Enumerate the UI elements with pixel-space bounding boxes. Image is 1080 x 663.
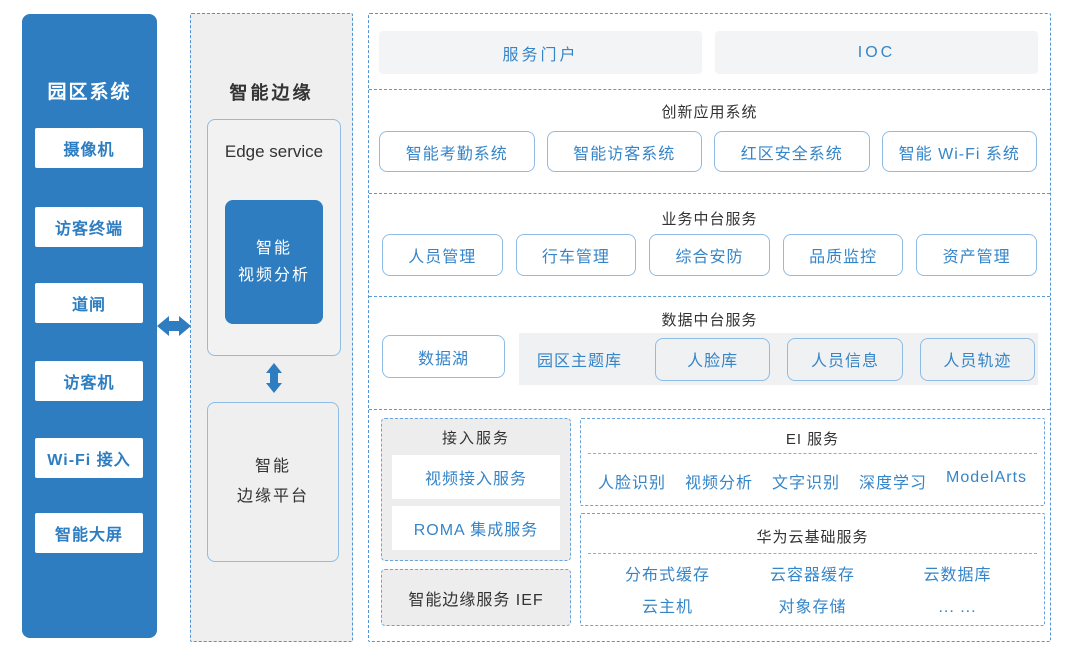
theme-library-label: 园区主题库: [537, 353, 623, 370]
attendance-system-box: 智能考勤系统: [379, 131, 535, 172]
modelarts-label: ModelArts: [946, 469, 1028, 486]
campus-panel-title: 园区系统: [47, 82, 132, 103]
campus-item-smart-screen: 智能大屏: [35, 513, 143, 553]
huawei-cloud-base-title: 华为云基础服务: [756, 529, 869, 546]
integrated-security-box: 综合安防: [649, 234, 770, 276]
inner-divider: [588, 453, 1037, 454]
edge-service-box: Edge service 智能 视频分析: [207, 119, 341, 356]
business-section-title: 业务中台服务: [661, 211, 758, 228]
campus-item-barrier-gate: 道闸: [35, 283, 143, 323]
campus-item-visitor-terminal: 访客终端: [35, 207, 143, 247]
campus-item-visitor-machine: 访客机: [35, 361, 143, 401]
text-recognition-label: 文字识别: [771, 475, 840, 492]
edge-platform-line1: 智能: [254, 458, 291, 475]
video-access-service-box: 视频接入服务: [392, 455, 560, 499]
vertical-double-arrow-icon: [266, 363, 282, 393]
ei-services-title: EI 服务: [785, 431, 840, 448]
smart-edge-service-ief-box: 智能边缘服务 IEF: [381, 569, 571, 626]
video-analysis-label: 视频分析: [684, 475, 753, 492]
edge-panel-title: 智能边缘: [229, 83, 314, 103]
personnel-track-box: 人员轨迹: [919, 337, 1035, 381]
video-analysis-line2: 视频分析: [237, 267, 310, 284]
data-lake-box: 数据湖: [382, 335, 505, 378]
section-divider: [369, 409, 1050, 410]
vehicle-management-box: 行车管理: [515, 234, 637, 276]
personnel-info-box: 人员信息: [787, 337, 903, 381]
smart-edge-platform-box: 智能 边缘平台: [207, 402, 339, 562]
ei-services-items: 人脸识别 视频分析 文字识别 深度学习 ModelArts: [581, 469, 1044, 493]
roma-integration-service-box: ROMA 集成服务: [392, 506, 560, 550]
cloud-container-cache-label: 云容器缓存: [769, 567, 855, 584]
access-services-box: 接入服务 视频接入服务 ROMA 集成服务: [381, 418, 571, 561]
cloud-host-label: 云主机: [641, 599, 693, 616]
edge-platform-line2: 边缘平台: [236, 488, 309, 505]
huawei-cloud-base-services-box: 华为云基础服务 分布式缓存 云容器缓存 云数据库 云主机 对象存储 ... ..…: [580, 513, 1045, 626]
section-divider: [369, 193, 1050, 194]
campus-system-panel: 园区系统 摄像机 访客终端 道闸 访客机 Wi-Fi 接入 智能大屏: [22, 14, 157, 638]
data-section-title: 数据中台服务: [661, 312, 758, 329]
access-services-title: 接入服务: [441, 430, 510, 447]
smart-edge-panel: 智能边缘 Edge service 智能 视频分析 智能 边缘平台: [190, 13, 353, 642]
personnel-management-box: 人员管理: [382, 234, 503, 276]
smart-video-analysis-box: 智能 视频分析: [225, 200, 323, 324]
section-divider: [369, 89, 1050, 90]
face-recognition-label: 人脸识别: [597, 475, 666, 492]
innovation-row: 智能考勤系统 智能访客系统 红区安全系统 智能 Wi-Fi 系统: [379, 131, 1037, 172]
inner-divider: [588, 553, 1037, 554]
ellipsis-label: ... ...: [938, 599, 977, 616]
campus-item-camera: 摄像机: [35, 128, 143, 168]
red-zone-security-box: 红区安全系统: [714, 131, 870, 172]
edge-service-label: Edge service: [224, 142, 324, 161]
ioc-box: IOC: [715, 31, 1038, 74]
face-library-box: 人脸库: [655, 337, 771, 381]
service-portal-box: 服务门户: [379, 31, 702, 74]
smart-wifi-system-box: 智能 Wi-Fi 系统: [881, 131, 1037, 172]
campus-theme-library-strip: 园区主题库 人脸库 人员信息 人员轨迹: [519, 333, 1038, 385]
horizontal-double-arrow-icon: [157, 316, 191, 336]
object-storage-label: 对象存储: [778, 599, 847, 616]
section-divider: [369, 296, 1050, 297]
cloud-services-panel: 服务门户 IOC 创新应用系统 智能考勤系统 智能访客系统 红区安全系统 智能 …: [368, 13, 1051, 642]
portal-row: 服务门户 IOC: [379, 31, 1038, 74]
quality-monitoring-box: 品质监控: [782, 234, 904, 276]
video-analysis-line1: 智能: [255, 240, 292, 257]
ei-services-box: EI 服务 人脸识别 视频分析 文字识别 深度学习 ModelArts: [580, 418, 1045, 506]
business-row: 人员管理 行车管理 综合安防 品质监控 资产管理: [382, 234, 1037, 276]
innovation-section-title: 创新应用系统: [661, 104, 758, 121]
distributed-cache-label: 分布式缓存: [624, 567, 710, 584]
campus-item-wifi-access: Wi-Fi 接入: [35, 438, 143, 478]
visitor-system-box: 智能访客系统: [546, 131, 702, 172]
deep-learning-label: 深度学习: [859, 475, 928, 492]
asset-management-box: 资产管理: [916, 234, 1037, 276]
cloud-database-label: 云数据库: [923, 567, 992, 584]
huawei-cloud-base-items: 分布式缓存 云容器缓存 云数据库 云主机 对象存储 ... ...: [595, 564, 1030, 620]
